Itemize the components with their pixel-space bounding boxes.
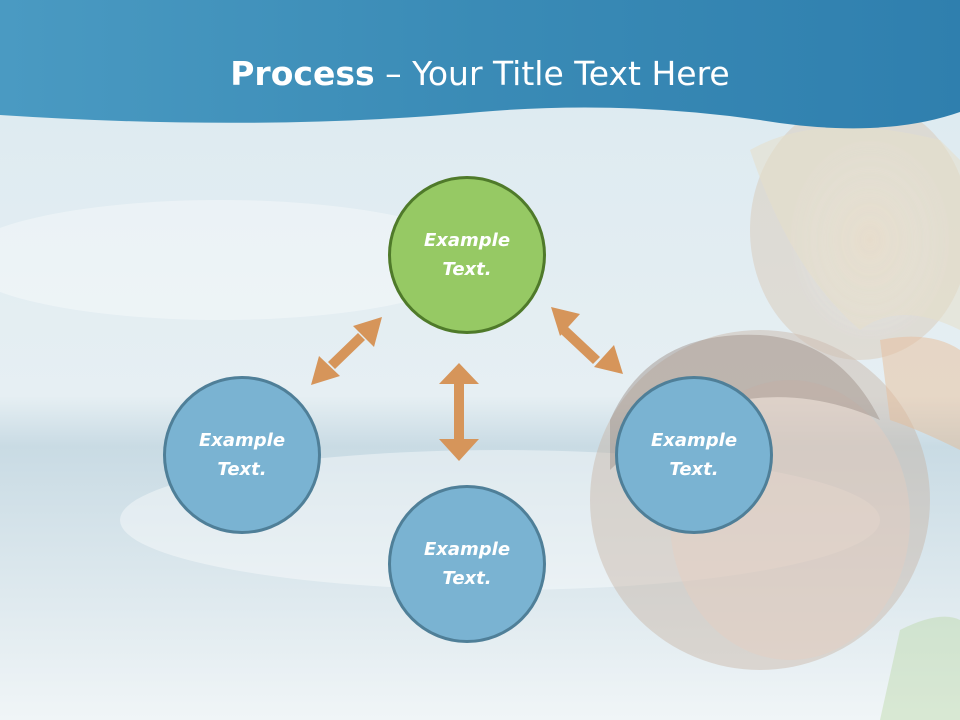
page-title: Process – Your Title Text Here: [0, 52, 960, 96]
node-right-line1: Example: [650, 430, 738, 451]
title-bold: Process: [230, 54, 375, 93]
node-center-line1: Example: [423, 230, 511, 251]
node-right-line2: Text.: [669, 459, 719, 480]
node-left-line2: Text.: [217, 459, 267, 480]
node-bottom-line1: Example: [423, 539, 511, 560]
node-left-line1: Example: [198, 430, 286, 451]
node-bottom-line2: Text.: [442, 568, 492, 589]
title-rest: – Your Title Text Here: [374, 54, 730, 93]
node-center-line2: Text.: [442, 259, 492, 280]
